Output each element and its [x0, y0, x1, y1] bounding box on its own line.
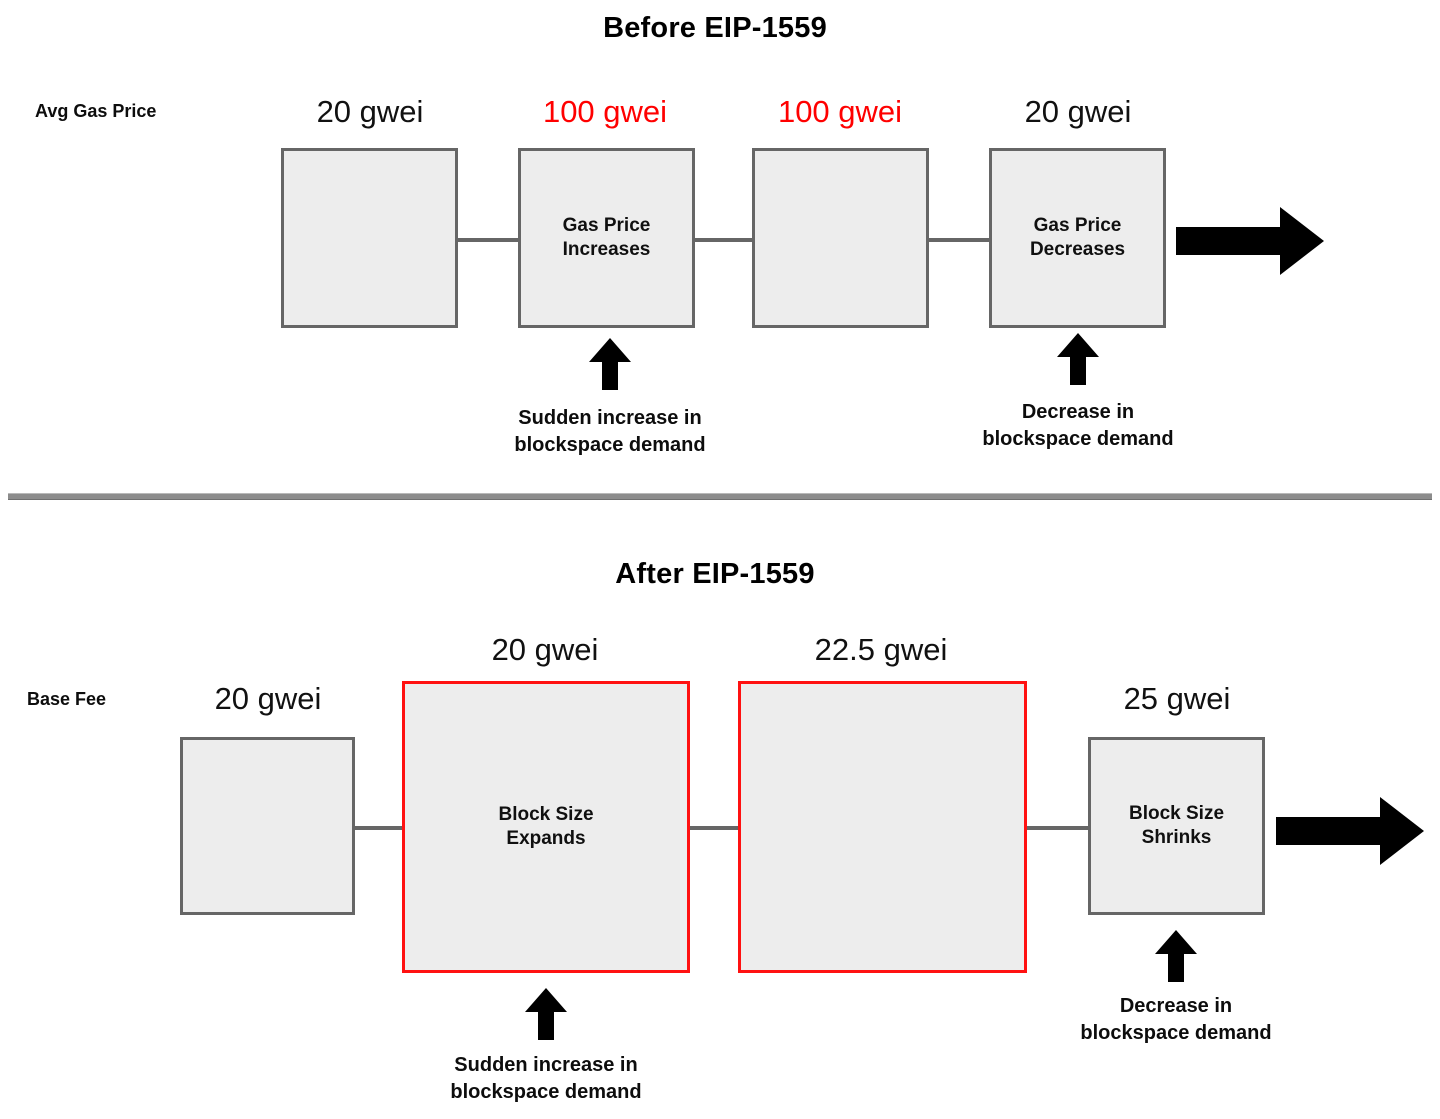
- connector-1-2: [456, 238, 520, 242]
- connector-after-2-3: [688, 826, 740, 830]
- block-after-2-label: Block Size Expands: [498, 803, 594, 849]
- flow-arrow-before: [1176, 205, 1326, 277]
- up-arrow-after-decrease: [1154, 930, 1198, 982]
- block-before-4-label: Gas Price Decreases: [1029, 214, 1126, 260]
- block-after-1: [180, 737, 355, 915]
- up-arrow-after-increase: [524, 988, 568, 1040]
- up-arrow-before-decrease: [1056, 333, 1100, 385]
- connector-after-3-4: [1025, 826, 1090, 830]
- page-title-before: Before EIP-1559: [603, 12, 827, 44]
- connector-2-3: [691, 238, 755, 242]
- block-before-2-label: Gas Price Increases: [562, 214, 651, 260]
- caption-after-increase: Sudden increase in blockspace demand: [450, 1054, 642, 1103]
- block-before-1: [281, 148, 458, 328]
- base-fee-value-1: 20 gwei: [214, 681, 322, 716]
- axis-label-base-fee: Base Fee: [27, 689, 107, 709]
- gas-price-value-2: 100 gwei: [542, 94, 668, 129]
- page-title-after: After EIP-1559: [615, 558, 815, 590]
- block-before-2: Gas Price Increases: [518, 148, 695, 328]
- block-before-4: Gas Price Decreases: [989, 148, 1166, 328]
- caption-before-increase: Sudden increase in blockspace demand: [514, 407, 706, 456]
- flow-arrow-after: [1276, 795, 1426, 867]
- axis-label-avg-gas-price: Avg Gas Price: [35, 101, 157, 121]
- caption-before-decrease: Decrease in blockspace demand: [982, 401, 1174, 450]
- connector-after-1-2: [353, 826, 405, 830]
- base-fee-value-2: 20 gwei: [491, 632, 599, 667]
- caption-after-decrease: Decrease in blockspace demand: [1080, 995, 1272, 1044]
- section-divider: [8, 493, 1432, 500]
- up-arrow-before-increase: [588, 338, 632, 390]
- block-after-4-label: Block Size Shrinks: [1128, 802, 1225, 848]
- base-fee-value-3: 22.5 gwei: [814, 632, 948, 667]
- block-after-4: Block Size Shrinks: [1088, 737, 1265, 915]
- base-fee-value-4: 25 gwei: [1123, 681, 1231, 716]
- gas-price-value-4: 20 gwei: [1024, 94, 1132, 129]
- block-after-2: Block Size Expands: [402, 681, 690, 973]
- gas-price-value-3: 100 gwei: [777, 94, 903, 129]
- gas-price-value-1: 20 gwei: [316, 94, 424, 129]
- block-after-3: [738, 681, 1027, 973]
- connector-3-4: [928, 238, 992, 242]
- block-before-3: [752, 148, 929, 328]
